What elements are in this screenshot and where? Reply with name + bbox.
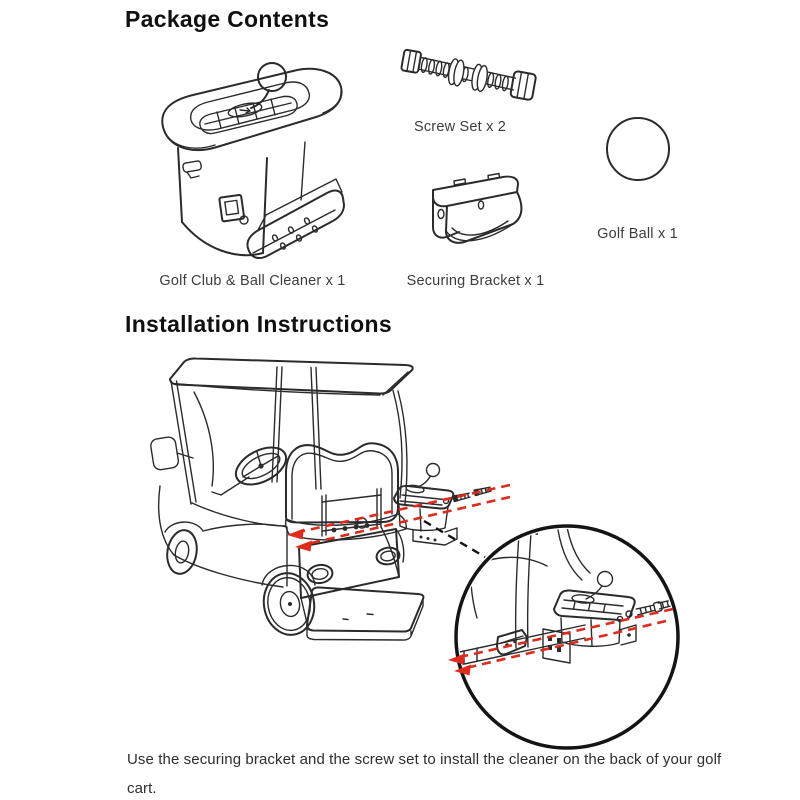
package-contents-title: Package Contents xyxy=(125,6,330,32)
install-direction-arrows xyxy=(287,483,511,552)
golf-ball-caption: Golf Ball x 1 xyxy=(597,226,678,242)
screw-set-caption: Screw Set x 2 xyxy=(413,119,507,135)
screw-set-illustration xyxy=(400,48,537,101)
steering-wheel xyxy=(211,446,288,496)
magnifier-detail xyxy=(448,524,680,750)
cleaner-unit-magnified xyxy=(553,570,637,647)
instruction-text: Use the securing bracket and the screw s… xyxy=(127,751,722,797)
golf-cart-drawing xyxy=(150,357,425,641)
installation-instructions-title: Installation Instructions xyxy=(125,311,392,337)
side-mirror xyxy=(150,436,180,471)
magnifier-direction-arrows xyxy=(448,607,674,676)
cleaner-lid xyxy=(161,67,343,152)
cleaner-illustration xyxy=(161,62,345,260)
cleaner-caption: Golf Club & Ball Cleaner x 1 xyxy=(159,273,346,289)
magnifier-callout-line xyxy=(423,519,486,559)
securing-bracket-illustration xyxy=(432,172,523,244)
installation-diagram xyxy=(150,357,680,750)
cleaner-mount-bracket xyxy=(246,178,345,260)
cleaner-body xyxy=(177,141,306,257)
cleaner-unit-floating xyxy=(393,462,458,546)
securing-bracket-caption: Securing Bracket x 1 xyxy=(406,273,545,289)
screws-magnified xyxy=(616,595,675,623)
golf-ball-illustration xyxy=(606,117,670,181)
